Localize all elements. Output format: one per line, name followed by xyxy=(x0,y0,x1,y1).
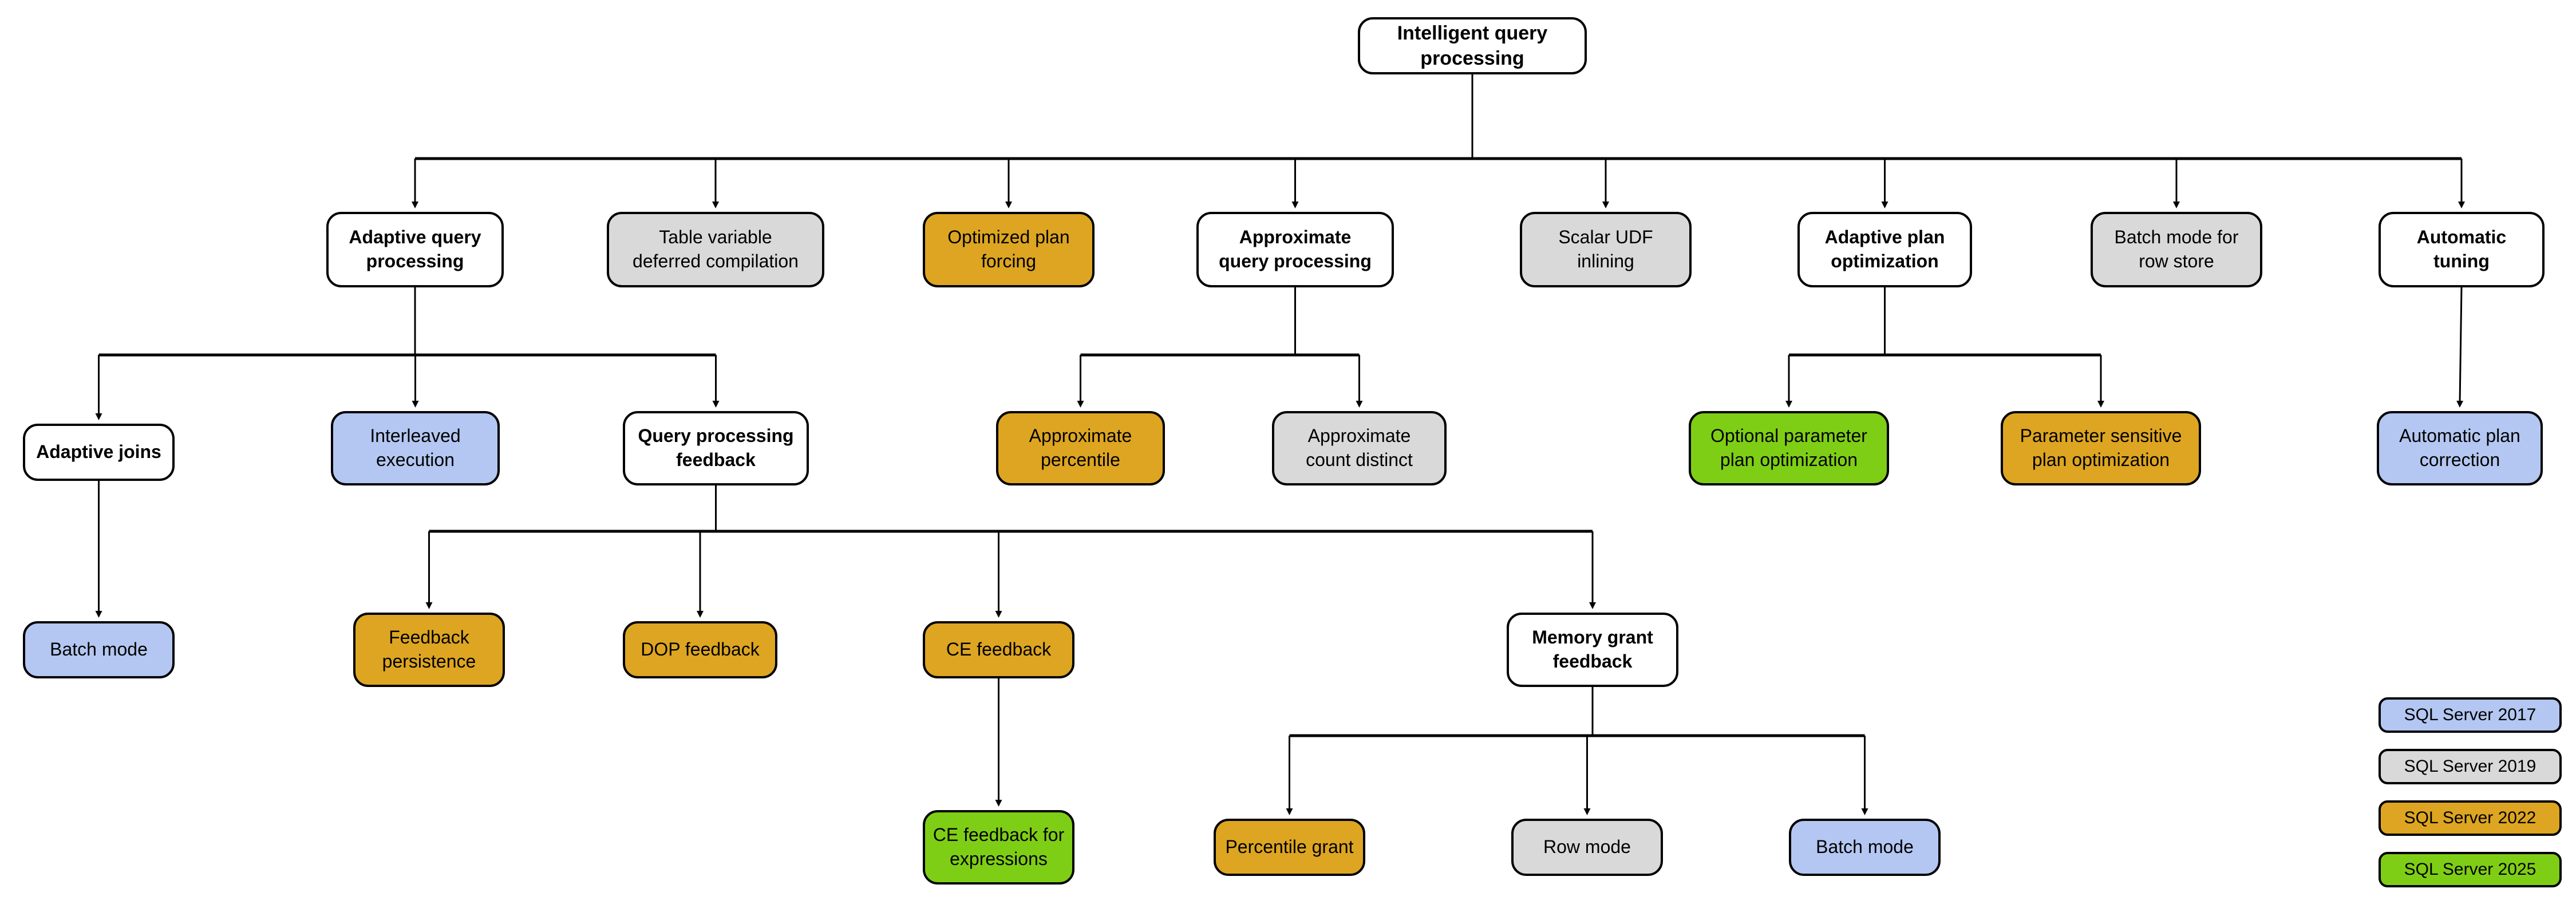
node-apct[interactable]: Approximate percentile xyxy=(996,411,1165,485)
node-bmrs[interactable]: Batch mode for row store xyxy=(2091,212,2262,287)
node-adaptivejoins[interactable]: Adaptive joins xyxy=(23,424,175,481)
node-apo[interactable]: Adaptive plan optimization xyxy=(1797,212,1972,287)
node-qpf[interactable]: Query processing feedback xyxy=(623,411,809,485)
node-label-root: Intelligent query processing xyxy=(1397,22,1548,69)
node-batchmode1[interactable]: Batch mode xyxy=(23,621,175,678)
node-autotune[interactable]: Automatic tuning xyxy=(2379,212,2545,287)
node-udf[interactable]: Scalar UDF inlining xyxy=(1520,212,1692,287)
node-acd[interactable]: Approximate count distinct xyxy=(1272,411,1447,485)
node-root[interactable]: Intelligent query processing xyxy=(1358,17,1587,74)
node-interleaved[interactable]: Interleaved execution xyxy=(331,411,500,485)
node-label-cefb: CE feedback xyxy=(946,639,1052,660)
node-batchmode2[interactable]: Batch mode xyxy=(1789,819,1941,876)
node-label-autotune: Automatic tuning xyxy=(2416,227,2507,271)
node-label-acd: Approximate count distinct xyxy=(1306,425,1413,470)
edge xyxy=(2456,287,2464,408)
node-label-oppo: Optional parameter plan optimization xyxy=(1710,425,1867,470)
node-label-cefbexpr: CE feedback for expressions xyxy=(933,824,1065,869)
legend-2019: SQL Server 2019 xyxy=(2379,749,2562,784)
node-label-apct: Approximate percentile xyxy=(1029,425,1132,470)
node-label-apo: Adaptive plan optimization xyxy=(1824,227,1945,271)
node-label-qpf: Query processing feedback xyxy=(638,425,794,470)
node-label-dopfb: DOP feedback xyxy=(641,639,760,660)
node-label-batchmode1: Batch mode xyxy=(50,639,148,660)
node-label-udf: Scalar UDF inlining xyxy=(1558,227,1653,271)
legend-2019-label: SQL Server 2019 xyxy=(2404,757,2537,776)
node-cefbexpr[interactable]: CE feedback for expressions xyxy=(923,810,1074,885)
node-dopfb[interactable]: DOP feedback xyxy=(623,621,777,678)
legend-2017: SQL Server 2017 xyxy=(2379,697,2562,733)
node-label-apc: Automatic plan correction xyxy=(2399,425,2520,470)
node-fbpersist[interactable]: Feedback persistence xyxy=(353,613,505,687)
legend-2022: SQL Server 2022 xyxy=(2379,800,2562,836)
node-aqp[interactable]: Adaptive query processing xyxy=(326,212,504,287)
node-label-fbpersist: Feedback persistence xyxy=(382,627,476,672)
node-pctgrant[interactable]: Percentile grant xyxy=(1214,819,1365,876)
node-oppo[interactable]: Optional parameter plan optimization xyxy=(1689,411,1889,485)
node-label-rowmode: Row mode xyxy=(1543,836,1631,858)
legend-2022-label: SQL Server 2022 xyxy=(2404,808,2537,827)
node-apc[interactable]: Automatic plan correction xyxy=(2377,411,2543,485)
node-cefb[interactable]: CE feedback xyxy=(923,621,1074,678)
node-label-opf: Optimized plan forcing xyxy=(947,227,1070,271)
node-label-tvdc: Table variable deferred compilation xyxy=(633,227,799,271)
node-label-approx: Approximate query processing xyxy=(1219,227,1372,271)
node-tvdc[interactable]: Table variable deferred compilation xyxy=(607,212,824,287)
legend-2025: SQL Server 2025 xyxy=(2379,852,2562,887)
node-mgf[interactable]: Memory grant feedback xyxy=(1507,613,1678,687)
node-opf[interactable]: Optimized plan forcing xyxy=(923,212,1095,287)
node-label-mgf: Memory grant feedback xyxy=(1532,627,1653,672)
node-label-adaptivejoins: Adaptive joins xyxy=(36,441,161,463)
node-label-batchmode2: Batch mode xyxy=(1816,836,1914,858)
node-label-interleaved: Interleaved execution xyxy=(370,425,461,470)
node-rowmode[interactable]: Row mode xyxy=(1511,819,1663,876)
legend-2025-label: SQL Server 2025 xyxy=(2404,860,2537,879)
node-label-bmrs: Batch mode for row store xyxy=(2114,227,2239,271)
node-label-aqp: Adaptive query processing xyxy=(349,227,481,271)
node-label-pspo: Parameter sensitive plan optimization xyxy=(2020,425,2182,470)
node-pspo[interactable]: Parameter sensitive plan optimization xyxy=(2001,411,2201,485)
node-approx[interactable]: Approximate query processing xyxy=(1196,212,1394,287)
legend-2017-label: SQL Server 2017 xyxy=(2404,705,2537,724)
node-label-pctgrant: Percentile grant xyxy=(1225,836,1354,858)
